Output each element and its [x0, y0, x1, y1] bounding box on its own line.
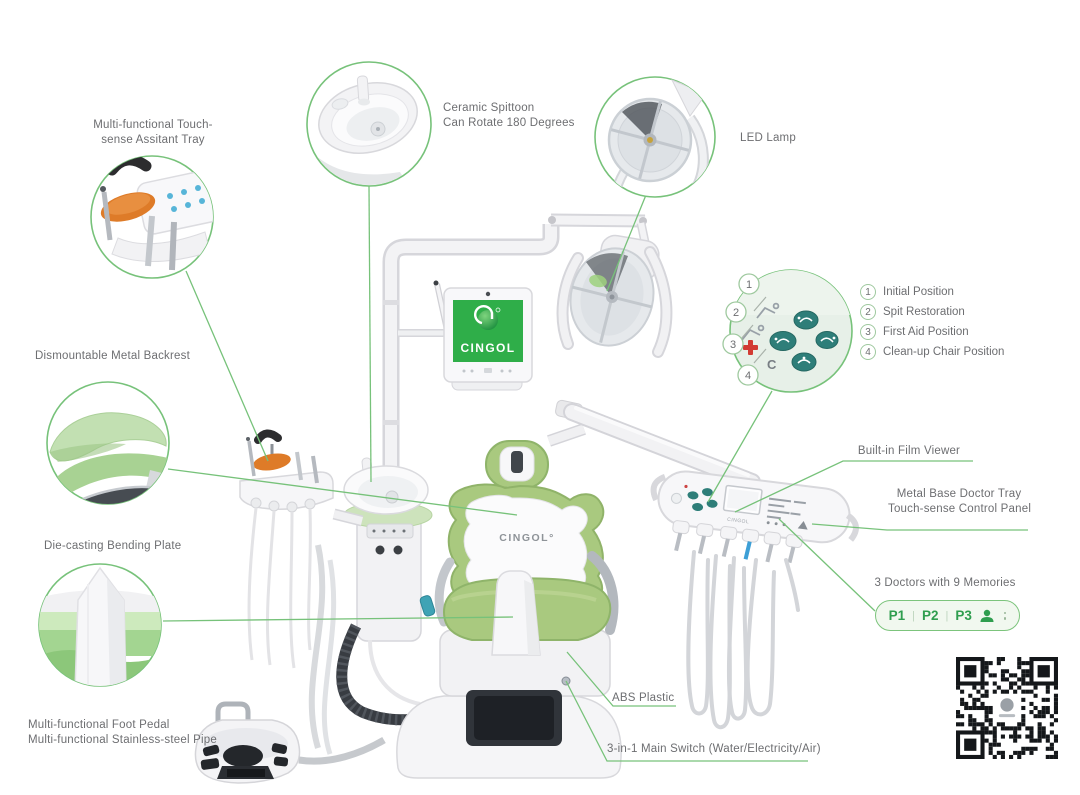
led-lamp-callout [594, 76, 716, 198]
assistant-tray-callout [90, 155, 214, 279]
backrest-callout [46, 381, 170, 505]
position-numbers: 1 2 3 4 [722, 273, 760, 386]
legend-item-3: 3 First Aid Position [860, 324, 1004, 340]
svg-text:1: 1 [746, 279, 752, 291]
position-legend: 1 Initial Position 2 Spit Restoration 3 … [860, 284, 1004, 360]
legend-num-4: 4 [860, 344, 876, 360]
led-lamp-label: LED Lamp [740, 132, 796, 144]
svg-text:3: 3 [730, 339, 736, 351]
first-aid-cross-icon [743, 340, 758, 355]
handpiece-hoses [686, 550, 800, 730]
chair-brand-text: CINGOL° [499, 532, 555, 544]
foot-pedal [194, 701, 301, 784]
assistant-tray [239, 429, 364, 669]
support-arm [382, 213, 652, 482]
memory-p2: P2 [921, 608, 939, 623]
callout-lines [162, 185, 1028, 762]
position-buttons [769, 310, 839, 372]
legend-num-2: 2 [860, 304, 876, 320]
led-lamp [556, 234, 673, 358]
pill-dots-icon [1003, 611, 1007, 620]
spittoon-unit [343, 457, 433, 706]
bending-plate-label: Die-casting Bending Plate [44, 540, 182, 552]
doctor-person-icon [980, 609, 994, 622]
bending-plate-callout [38, 563, 162, 687]
backrest-label: Dismountable Metal Backrest [35, 350, 190, 362]
intraoral-camera-icon [433, 280, 439, 286]
stainless-pipes [298, 544, 386, 765]
qr-code [956, 657, 1058, 764]
memory-pill: P1 | P2 | P3 [875, 600, 1020, 631]
legend-num-3: 3 [860, 324, 876, 340]
chair: CINGOL° [396, 440, 622, 779]
svg-text:4: 4 [745, 370, 751, 382]
position-panel-callout: C 1 2 3 4 [722, 269, 853, 393]
spittoon-callout [306, 61, 432, 187]
doctor-tray-arm [547, 399, 761, 491]
chair-glyphs [741, 302, 780, 341]
doctor-tray: CINGOL [650, 470, 859, 730]
legend-item-4: 4 Clean-up Chair Position [860, 344, 1004, 360]
svg-text:2: 2 [733, 307, 739, 319]
brand-logo-icon [478, 310, 498, 330]
legend-item-1: 1 Initial Position [860, 284, 1004, 300]
memory-p1: P1 [888, 608, 906, 623]
monitor-brand-text: CINGOL [460, 341, 515, 355]
assistant-tray-label: Multi-functional Touch-sense Assitant Tr… [93, 119, 213, 146]
abs-plastic-label: ABS Plastic [612, 692, 675, 704]
memory-p3: P3 [955, 608, 972, 623]
cleanup-c-label: C [767, 357, 777, 372]
film-viewer-label: Built-in Film Viewer [857, 445, 961, 457]
curing-light-icon [254, 429, 282, 444]
tray-brand-text: CINGOL [727, 517, 750, 526]
main-switch-label: 3-in-1 Main Switch (Water/Electricity/Ai… [607, 743, 821, 755]
legend-num-1: 1 [860, 284, 876, 300]
warning-icon [797, 521, 808, 530]
legend-item-2: 2 Spit Restoration [860, 304, 1004, 320]
monitor: CINGOL [398, 280, 533, 391]
memories-title: 3 Doctors with 9 Memories [874, 577, 1016, 589]
touch-panel-buttons [687, 488, 718, 512]
